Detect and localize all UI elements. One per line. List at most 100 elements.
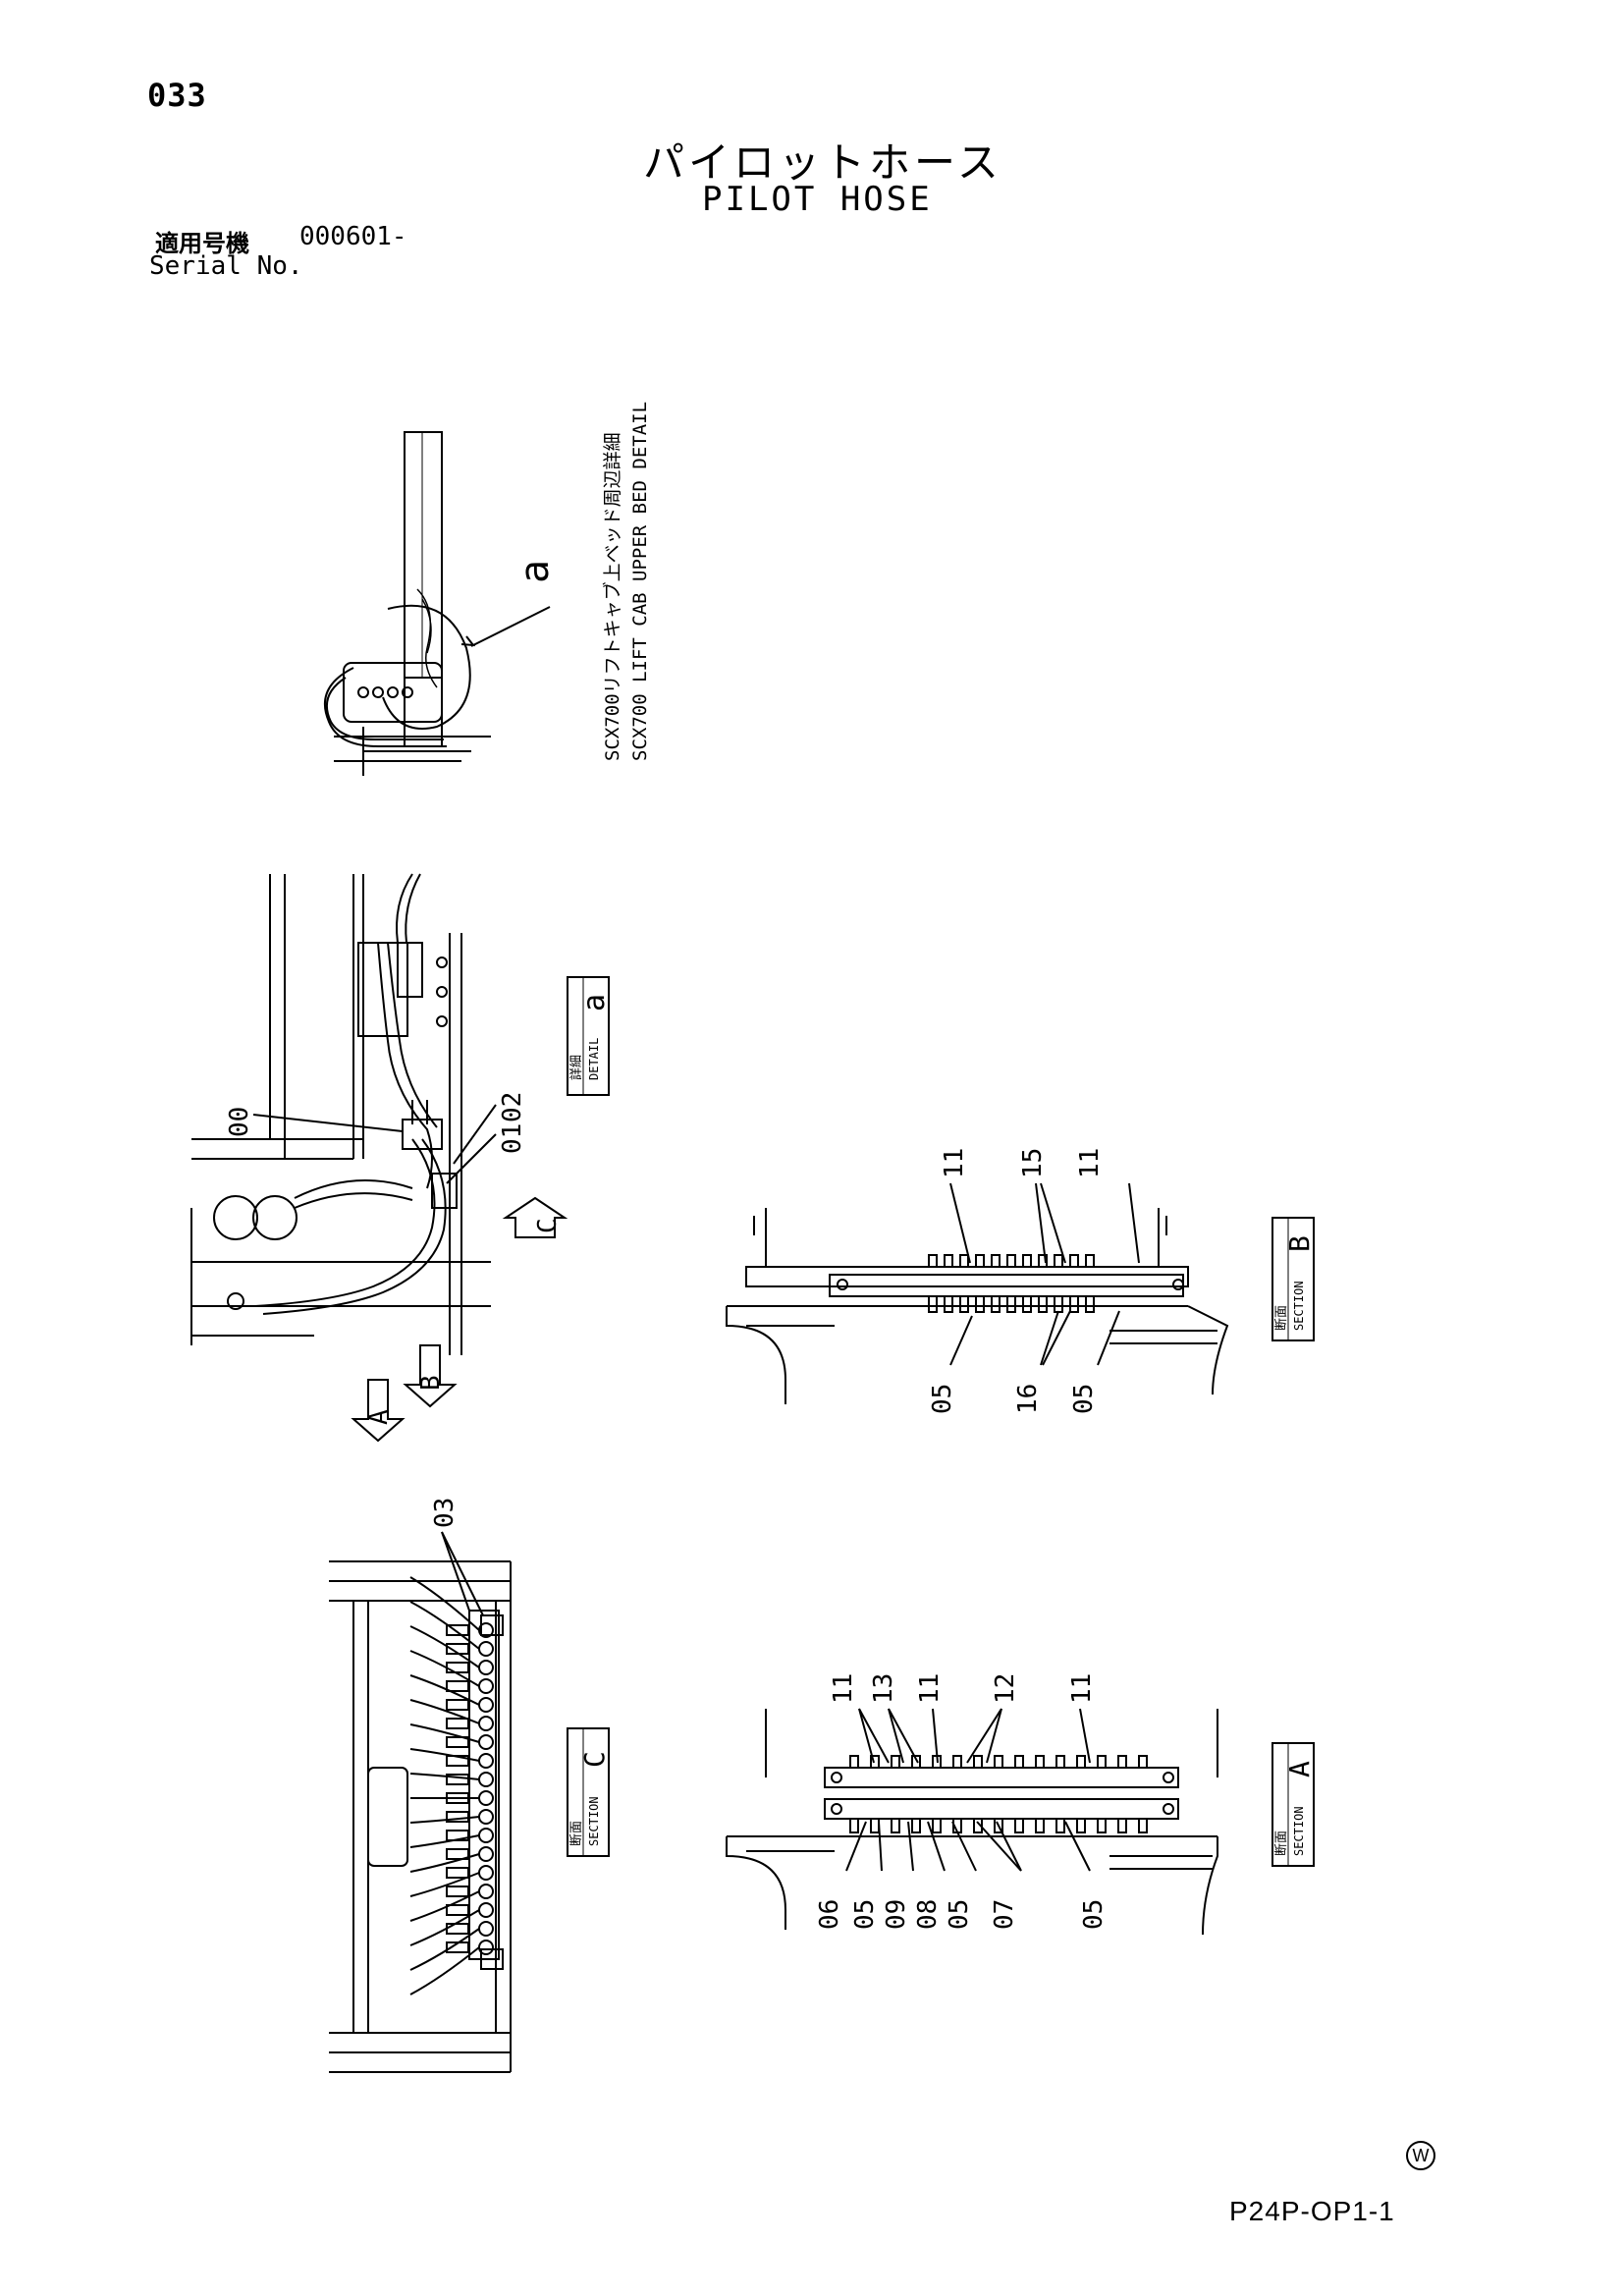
fitting-bottom <box>975 1295 985 1313</box>
section-a-part-11-1: 11 <box>829 1673 858 1704</box>
fitting-top <box>1054 1254 1063 1268</box>
fitting-bottom <box>1055 1818 1065 1833</box>
fitting-bottom <box>1006 1295 1016 1313</box>
section-a-part-13: 13 <box>869 1673 898 1704</box>
fitting-body <box>446 1774 469 1785</box>
fitting-top <box>1138 1755 1148 1769</box>
section-b-part-11-right: 11 <box>1075 1148 1105 1178</box>
fitting-bottom <box>1138 1818 1148 1833</box>
fitting-body <box>446 1923 469 1935</box>
detail-a-label-box <box>567 976 610 1096</box>
view-arrow-b-label: B <box>416 1375 446 1391</box>
fitting-bottom <box>1022 1295 1032 1313</box>
hose-line <box>409 1853 480 1873</box>
hose-line <box>409 1834 480 1848</box>
serial-label-english: Serial No. <box>149 251 303 281</box>
fitting-top <box>1038 1254 1048 1268</box>
section-b-part-16: 16 <box>1013 1384 1043 1414</box>
hose-line <box>409 1723 480 1743</box>
section-a-fittings <box>849 1755 1148 1833</box>
title-japanese: パイロットホース <box>643 138 1002 187</box>
view-arrow-a-label: A <box>364 1409 394 1425</box>
fitting-end <box>478 1846 494 1862</box>
fitting-end <box>478 1921 494 1937</box>
fitting-bottom <box>891 1818 900 1833</box>
section-c-box-letter: C <box>578 1751 611 1768</box>
section-a-label-box <box>1271 1742 1315 1867</box>
fitting-top <box>1069 1254 1079 1268</box>
fitting-bottom <box>1117 1818 1127 1833</box>
fitting-top <box>944 1254 953 1268</box>
detail-box-japanese: 詳細 <box>568 1055 584 1080</box>
fitting-bottom <box>849 1818 859 1833</box>
fitting-top <box>928 1254 938 1268</box>
part-number-01: 01 <box>498 1123 527 1154</box>
section-c-fittings <box>409 1576 494 1995</box>
fitting-body <box>446 1699 469 1711</box>
section-a-part-11-2: 11 <box>915 1673 945 1704</box>
fitting-end <box>478 1790 494 1806</box>
section-c-view <box>329 1560 512 2073</box>
page-number: 033 <box>147 77 207 114</box>
section-b-part-11-left: 11 <box>940 1148 969 1178</box>
fitting-top <box>891 1755 900 1769</box>
hose-line <box>409 1816 480 1824</box>
fitting-top <box>870 1755 880 1769</box>
fitting-top <box>973 1755 983 1769</box>
fitting-top <box>1035 1755 1045 1769</box>
fitting-body <box>446 1718 469 1729</box>
fitting-top <box>975 1254 985 1268</box>
fitting-top <box>994 1755 1003 1769</box>
hose-line <box>409 1890 480 1922</box>
detail-a-marker: a <box>513 560 558 583</box>
fitting-bottom <box>944 1295 953 1313</box>
hose-line <box>409 1650 480 1687</box>
fitting-top <box>849 1755 859 1769</box>
fitting-end <box>478 1697 494 1713</box>
section-a-part-05-1: 05 <box>850 1899 880 1930</box>
section-b-part-05-right: 05 <box>1069 1384 1099 1414</box>
fitting-body <box>446 1624 469 1636</box>
fitting-body <box>446 1867 469 1879</box>
section-c-box-english: SECTION <box>587 1796 601 1846</box>
hose-line <box>409 1699 480 1724</box>
fitting-top <box>1006 1254 1016 1268</box>
hose-line <box>409 1946 480 1995</box>
fitting-bottom <box>1038 1295 1048 1313</box>
part-number-02: 02 <box>498 1092 527 1122</box>
fitting-bottom <box>932 1818 942 1833</box>
detail-caption-english: SCX700 LIFT CAB UPPER BED DETAIL <box>629 402 651 761</box>
fitting-end <box>478 1641 494 1657</box>
section-b-label-box <box>1271 1217 1315 1341</box>
fitting-top <box>1085 1254 1095 1268</box>
fitting-top <box>959 1254 969 1268</box>
fitting-bottom <box>1076 1818 1086 1833</box>
section-b-box-japanese: 断面 <box>1274 1305 1289 1331</box>
fitting-bottom <box>1085 1295 1095 1313</box>
section-a-part-05-2: 05 <box>945 1899 974 1930</box>
fitting-bottom <box>870 1818 880 1833</box>
fitting-top <box>911 1755 921 1769</box>
fitting-bottom <box>1035 1818 1045 1833</box>
fitting-bottom <box>1014 1818 1024 1833</box>
upper-bed-detail-view <box>324 431 551 776</box>
fitting-body <box>446 1811 469 1823</box>
fitting-bottom <box>1097 1818 1107 1833</box>
fitting-end <box>478 1809 494 1825</box>
hose-line <box>409 1928 480 1971</box>
fitting-end <box>478 1902 494 1918</box>
section-b-fittings <box>928 1254 1095 1313</box>
detail-box-letter: a <box>577 994 612 1011</box>
section-a-part-07: 07 <box>990 1899 1019 1930</box>
title-english: PILOT HOSE <box>702 180 933 219</box>
fitting-bottom <box>911 1818 921 1833</box>
fitting-top <box>1117 1755 1127 1769</box>
fitting-top <box>1097 1755 1107 1769</box>
fitting-end <box>478 1828 494 1843</box>
section-b-part-15: 15 <box>1018 1148 1048 1178</box>
section-b-box-letter: B <box>1283 1235 1316 1252</box>
fitting-body <box>446 1755 469 1767</box>
view-arrow-b <box>403 1344 458 1408</box>
fitting-end <box>478 1940 494 1955</box>
fitting-body <box>446 1792 469 1804</box>
